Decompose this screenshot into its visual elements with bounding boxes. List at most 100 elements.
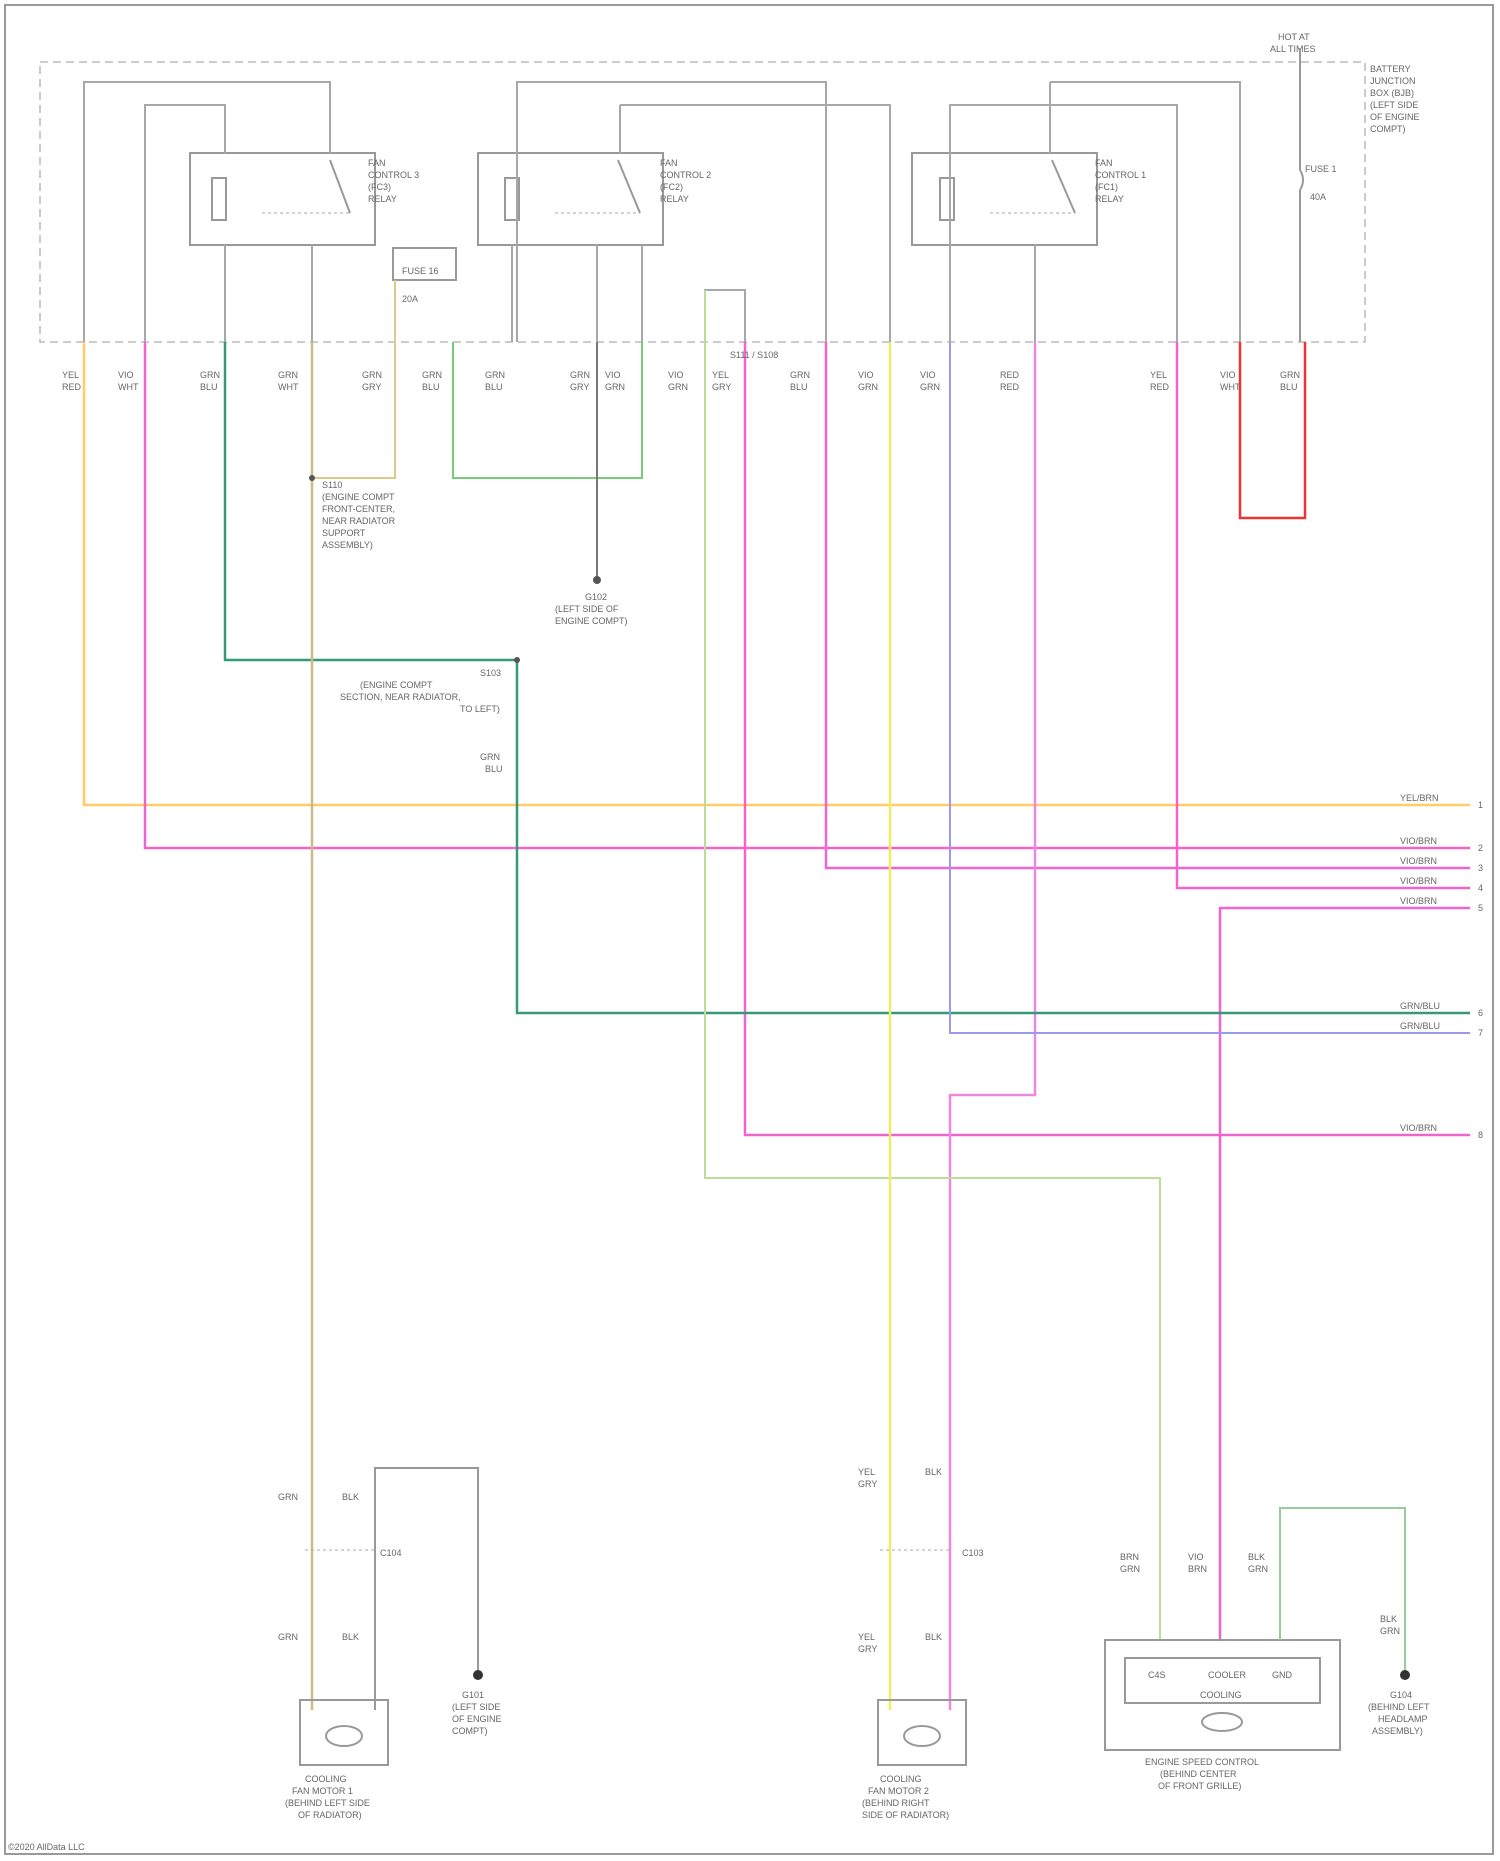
svg-text:(ENGINE COMPT: (ENGINE COMPT [322,492,395,502]
fuse-1-amp: 40A [1310,192,1326,202]
svg-text:RELAY: RELAY [660,194,689,204]
svg-text:RELAY: RELAY [368,194,397,204]
wire-pink-1 [145,342,1470,848]
connector-ref-code: VIO/BRN [1400,896,1437,906]
c103-top-2: GRY [858,1479,877,1489]
wire-color-label: BLU [790,382,808,392]
wire-color-label: GRN [362,370,382,380]
svg-text:(BEHIND LEFT SIDE: (BEHIND LEFT SIDE [285,1798,370,1808]
c104-top-left: GRN [278,1492,298,1502]
svg-text:BRN: BRN [1188,1564,1207,1574]
svg-text:COOLING: COOLING [1200,1690,1242,1700]
svg-text:(LEFT SIDE: (LEFT SIDE [452,1702,500,1712]
svg-text:SIDE OF RADIATOR): SIDE OF RADIATOR) [862,1810,949,1820]
connector-ref-code: VIO/BRN [1400,1123,1437,1133]
fuse-1-label: FUSE 1 [1305,164,1337,174]
splice-s103-label: S103 (ENGINE COMPT SECTION, NEAR RADIATO… [340,668,501,714]
wire-green-loop [453,342,642,478]
connector-ref-pin: 3 [1478,863,1483,873]
ground-right-label: G104 (BEHIND LEFT HEADLAMP ASSEMBLY) [1368,1690,1430,1736]
wire-color-label: WHT [1220,382,1241,392]
wire-color-label: GRY [712,382,731,392]
wire-color-label: VIO [118,370,134,380]
svg-text:COOLING: COOLING [305,1774,347,1784]
svg-text:GRN: GRN [1120,1564,1140,1574]
relay-fc1: FAN CONTROL 1 (FC1) RELAY [912,153,1146,245]
svg-text:ASSEMBLY): ASSEMBLY) [1372,1726,1423,1736]
c104-bottom-left: GRN [278,1632,298,1642]
c103-bottom-1: YEL [858,1632,875,1642]
connector-ref-pin: 4 [1478,883,1483,893]
relay-switch-icon [330,160,350,213]
svg-text:JUNCTION: JUNCTION [1370,76,1416,86]
svg-text:OF ENGINE: OF ENGINE [1370,112,1420,122]
svg-text:(BEHIND LEFT: (BEHIND LEFT [1368,1702,1430,1712]
svg-text:RELAY: RELAY [1095,194,1124,204]
cooling-fan-motor-1: COOLING FAN MOTOR 1 (BEHIND LEFT SIDE OF… [285,1700,388,1820]
c104-top-right: BLK [342,1492,359,1502]
ground-left-label: G101 (LEFT SIDE OF ENGINE COMPT) [452,1690,502,1736]
connector-refs: YEL/BRN1VIO/BRN2VIO/BRN3VIO/BRN4VIO/BRN5… [1400,793,1483,1140]
motor-icon [904,1726,940,1746]
svg-text:CONTROL 1: CONTROL 1 [1095,170,1146,180]
wire-tan-fuse [312,280,395,478]
hot-label-1: HOT AT [1278,32,1310,42]
svg-text:CONTROL 2: CONTROL 2 [660,170,711,180]
wire-color-label: GRN [570,370,590,380]
motor-icon [326,1726,362,1746]
wire-color-label: VIO [668,370,684,380]
svg-text:(LEFT SIDE OF: (LEFT SIDE OF [555,604,619,614]
svg-text:FAN: FAN [1095,158,1113,168]
connector-c103-label: C103 [962,1548,984,1558]
svg-text:G101: G101 [462,1690,484,1700]
hot-label-2: ALL TIMES [1270,44,1316,54]
wire-color-label: GRN [605,382,625,392]
wire-color-label: VIO [858,370,874,380]
wire-color-label: GRN [200,370,220,380]
c103-bottom-2: GRY [858,1644,877,1654]
engine-speed-control-module: C4S COOLER GND COOLING ENGINE SPEED CONT… [1105,1640,1340,1791]
wire-pink-4 [1220,908,1470,1640]
wire-color-label: RED [1150,382,1170,392]
ground-module-wire-label: BLK GRN [1380,1614,1400,1636]
svg-text:G102: G102 [585,592,607,602]
connector-ref-code: VIO/BRN [1400,836,1437,846]
svg-text:BOX (BJB): BOX (BJB) [1370,88,1414,98]
wire-color-label: GRN [1280,370,1300,380]
connector-ref-code: YEL/BRN [1400,793,1439,803]
svg-text:(BEHIND CENTER: (BEHIND CENTER [1160,1769,1237,1779]
wire-red-loop [1240,342,1305,518]
svg-text:FAN: FAN [660,158,678,168]
connector-ref-pin: 6 [1478,1008,1483,1018]
relay-coil-icon [212,178,226,220]
connector-ref-code: VIO/BRN [1400,856,1437,866]
wire-light-green [705,290,1160,1640]
wire-color-label: RED [62,382,82,392]
wire-color-label: BLU [422,382,440,392]
wire-teal [225,342,1470,1013]
module-icon [1202,1713,1242,1731]
wire-color-label: BLU [1280,382,1298,392]
relay-fc3: FAN CONTROL 3 (FC3) RELAY [190,153,419,245]
connector-c104-label: C104 [380,1548,402,1558]
wire-color-label: BLU [200,382,218,392]
svg-text:OF ENGINE: OF ENGINE [452,1714,502,1724]
svg-text:COOLER: COOLER [1208,1670,1247,1680]
svg-text:G104: G104 [1390,1690,1412,1700]
connector-ref-code: VIO/BRN [1400,876,1437,886]
c104-bottom-right: BLK [342,1632,359,1642]
wire-color-label: GRN [858,382,878,392]
svg-text:(ENGINE COMPT: (ENGINE COMPT [360,680,433,690]
wire-label-row: YELREDVIOWHTGRNBLUGRNWHTGRNGRYGRNBLUGRNB… [62,370,1300,392]
svg-text:FAN MOTOR 2: FAN MOTOR 2 [868,1786,929,1796]
wire-color-label: RED [1000,370,1020,380]
splice-s103 [514,657,520,663]
wire-module-gnd [1280,1508,1405,1670]
ground-right-icon [1400,1670,1410,1680]
splice-s110-label: S110 (ENGINE COMPT FRONT-CENTER, NEAR RA… [322,480,396,550]
wire-color-label: GRN [485,370,505,380]
svg-text:BLU: BLU [485,764,503,774]
wire-gnd-left [375,1468,478,1710]
wire-color-label: GRN [668,382,688,392]
svg-text:BATTERY: BATTERY [1370,64,1411,74]
